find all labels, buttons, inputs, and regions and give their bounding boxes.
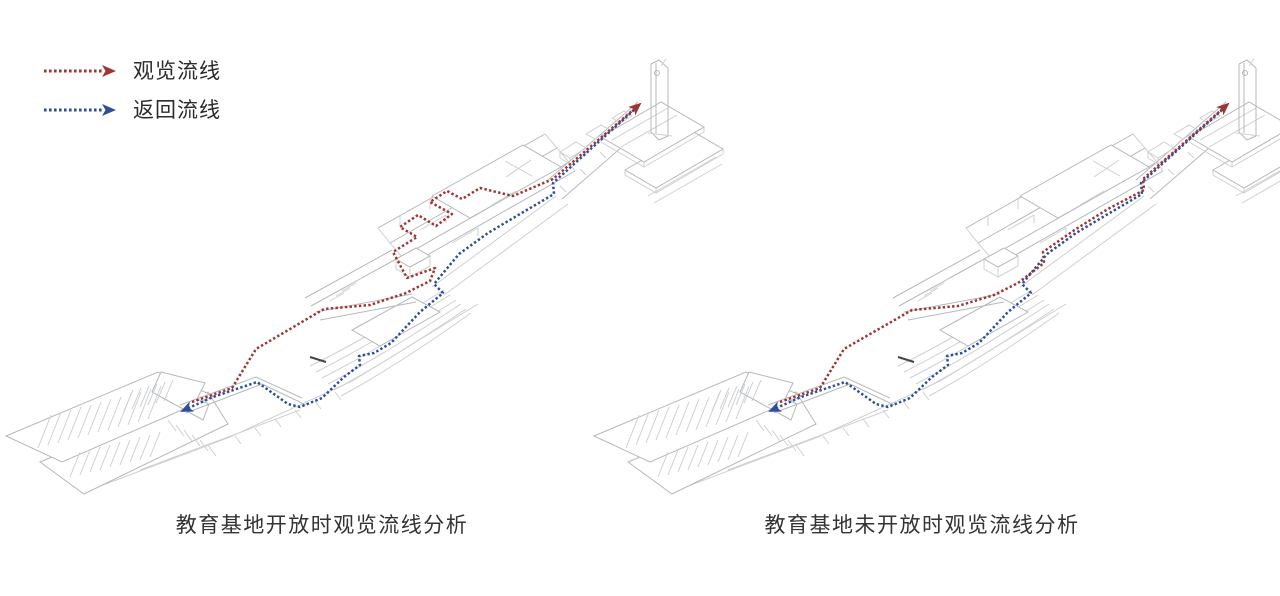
viewing-route-arrow-icon (44, 65, 116, 77)
caption-closed: 教育基地未开放时观览流线分析 (764, 514, 1080, 537)
legend-item-viewing-route: 观览流线 (42, 56, 221, 86)
return-route-line-open (180, 109, 635, 413)
legend-label-return-route: 返回流线 (133, 98, 221, 122)
viewing-route-line-open (191, 102, 642, 404)
legend-label-viewing-route: 观览流线 (133, 59, 221, 83)
return-route-arrow-icon (44, 104, 116, 116)
caption-open: 教育基地开放时观览流线分析 (175, 514, 469, 537)
axon-drawing-closed (593, 58, 1280, 495)
return-route-line-closed (768, 109, 1223, 413)
axon-drawing-open (5, 58, 724, 495)
legend: 观览流线 返回流线 (42, 56, 221, 125)
viewing-route-line-closed (779, 102, 1230, 404)
legend-item-return-route: 返回流线 (42, 95, 221, 125)
